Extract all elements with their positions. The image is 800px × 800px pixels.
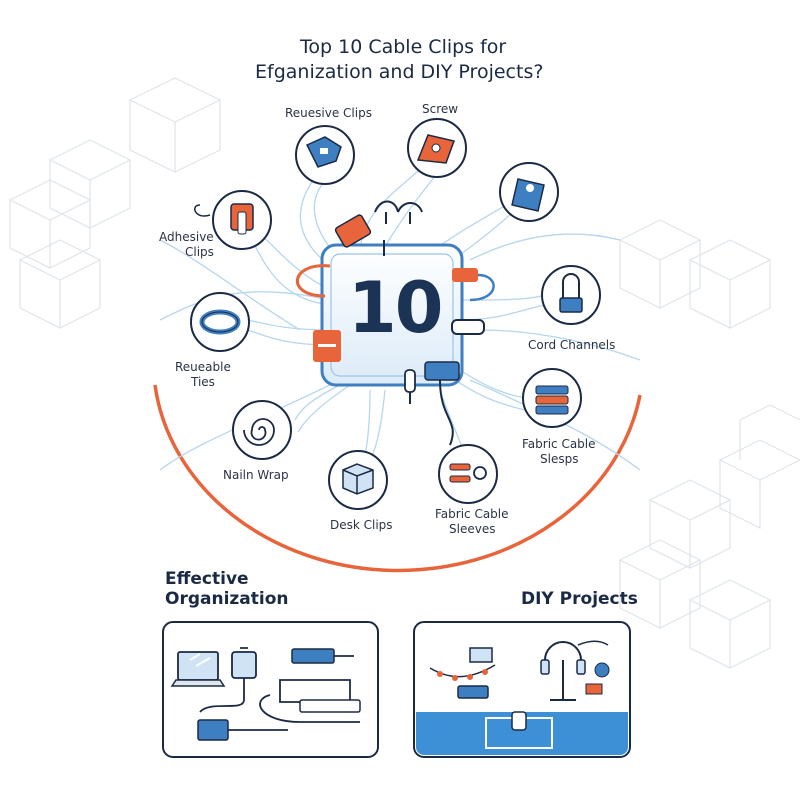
label-reuesive-clips: Reuesive Clips: [285, 106, 372, 120]
label-cord-channels: Cord Channels: [528, 338, 616, 352]
orange-arc: [153, 384, 642, 573]
label-adhesive-1: Adhesive: [159, 230, 214, 244]
item-circle-reuesive-clips: [295, 125, 355, 185]
organization-panel: [162, 621, 379, 758]
title-line-1: Top 10 Cable Clips for: [300, 36, 507, 58]
chip-accessories: [295, 200, 495, 446]
item-circle-nailn-wrap: [232, 400, 292, 460]
label-desk-clips: Desk Clips: [330, 518, 393, 532]
item-circle-screw: [407, 118, 467, 178]
label-adhesive-2: Clips: [185, 245, 214, 259]
label-screw: Screw: [422, 102, 459, 116]
item-circle-reusable-ties: [190, 292, 250, 352]
label-ties-2: Ties: [191, 375, 215, 389]
label-sleeves-1: Fabric Cable: [435, 507, 509, 521]
item-circle-cord-channels: [541, 265, 601, 325]
item-circle-cable-holder: [499, 162, 559, 222]
label-slesps-2: Slesps: [540, 452, 579, 466]
label-ties-1: Reueable: [175, 360, 231, 374]
label-slesps-1: Fabric Cable: [522, 437, 596, 451]
item-circle-desk-clips: [328, 450, 388, 510]
item-circle-fabric-cable-sleeves: [438, 444, 498, 504]
section-diy-projects: DIY Projects: [521, 589, 638, 609]
diy-panel: [413, 621, 631, 758]
center-number: 10: [348, 267, 443, 349]
item-circle-adhesive-clips: [194, 190, 272, 250]
label-nailn-wrap: Nailn Wrap: [223, 468, 289, 482]
label-sleeves-2: Sleeves: [449, 522, 496, 536]
center-chip: [320, 243, 464, 387]
title-line-2: Efganization and DIY Projects?: [255, 61, 544, 83]
background-cubes-decoration: [8, 77, 800, 669]
section-organization: Organization: [165, 589, 289, 609]
item-circle-fabric-cable-slesps: [522, 368, 582, 428]
section-effective: Effective: [165, 569, 249, 589]
